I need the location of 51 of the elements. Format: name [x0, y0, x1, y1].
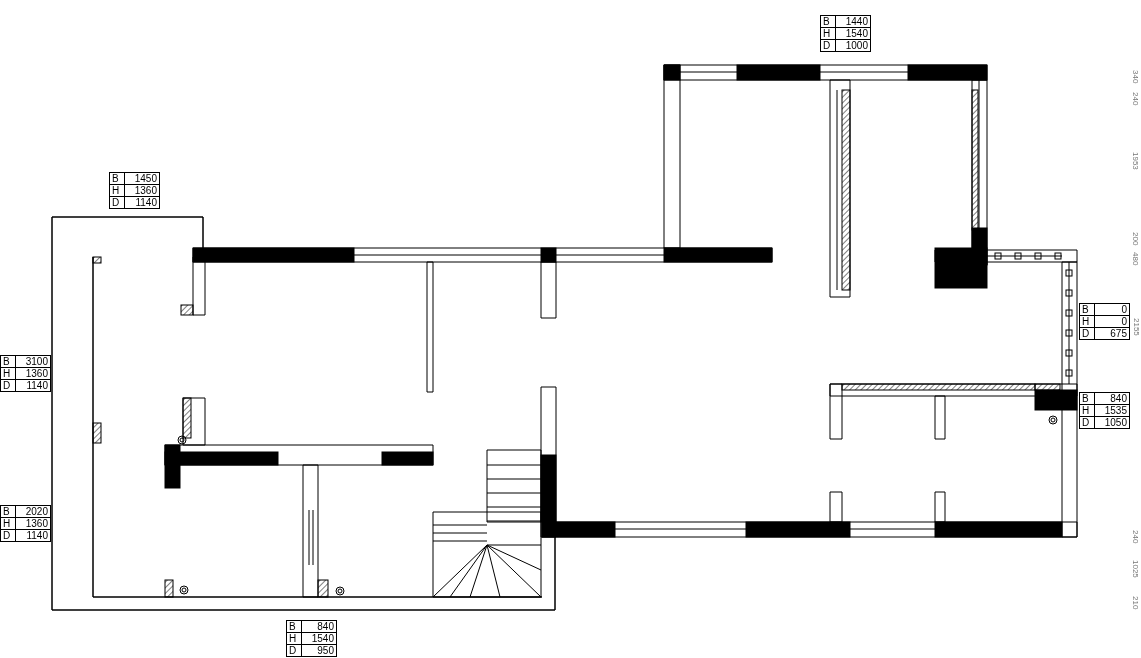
table-cell: B [286, 620, 302, 633]
table-cell: D [0, 529, 16, 542]
table-cell: 1540 [835, 27, 871, 40]
table-cell: B [820, 15, 836, 28]
table-cell: H [109, 184, 125, 197]
table-cell: 1360 [15, 367, 51, 380]
table-cell: D [820, 39, 836, 52]
table-cell: H [1079, 404, 1095, 417]
table-cell: H [820, 27, 836, 40]
table-cell: D [1079, 416, 1095, 429]
table-cell: H [0, 517, 16, 530]
table-cell: 1360 [15, 517, 51, 530]
table-cell: 675 [1094, 327, 1130, 340]
table-cell: 1140 [124, 196, 160, 209]
dimension-text: 240 [1131, 92, 1140, 106]
table-cell: 3100 [15, 355, 51, 368]
table-cell: 1050 [1094, 416, 1130, 429]
table-cell: 950 [301, 644, 337, 657]
table-cell: D [286, 644, 302, 657]
table-cell: B [1079, 303, 1095, 316]
dimension-text: 1953 [1131, 152, 1140, 170]
table-cell: 0 [1094, 303, 1130, 316]
table-cell: 1440 [835, 15, 871, 28]
table-cell: 1535 [1094, 404, 1130, 417]
table-cell: 1140 [15, 379, 51, 392]
table-cell: 840 [301, 620, 337, 633]
dimension-text: 480 [1131, 252, 1140, 266]
table-cell: 2020 [15, 505, 51, 518]
table-cell: 840 [1094, 392, 1130, 405]
table-cell: H [0, 367, 16, 380]
table-cell: D [109, 196, 125, 209]
table-cell: D [1079, 327, 1095, 340]
dimension-text: 2155 [1132, 318, 1141, 336]
dimension-text: 210 [1131, 596, 1140, 610]
table-cell: 1360 [124, 184, 160, 197]
table-cell: D [0, 379, 16, 392]
table-cell: 1450 [124, 172, 160, 185]
table-cell: B [1079, 392, 1095, 405]
table-cell: 1540 [301, 632, 337, 645]
table-cell: H [1079, 315, 1095, 328]
table-cell: 0 [1094, 315, 1130, 328]
dimension-text: 200 [1131, 232, 1140, 246]
table-cell: B [109, 172, 125, 185]
table-cell: H [286, 632, 302, 645]
dimension-text: 240 [1131, 530, 1140, 544]
table-cell: 1000 [835, 39, 871, 52]
table-cell: B [0, 505, 16, 518]
table-cell: 1140 [15, 529, 51, 542]
dimension-text: 1025 [1131, 560, 1140, 578]
table-cell: B [0, 355, 16, 368]
dimension-text: 340 [1131, 70, 1140, 84]
